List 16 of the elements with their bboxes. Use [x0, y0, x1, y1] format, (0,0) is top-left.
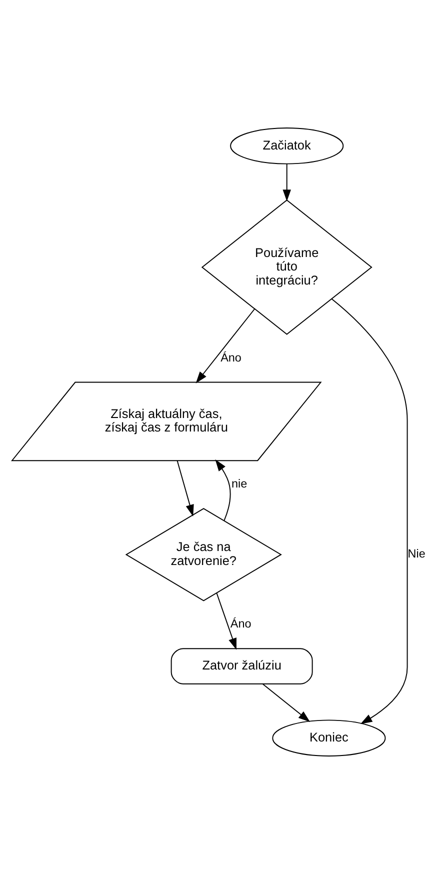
arrow: [282, 163, 291, 201]
node-diamond: Používame túto integráciu?: [201, 199, 372, 334]
node-ellipse: Začiatok: [230, 127, 344, 164]
node-diamond: Je čas na zatvorenie?: [125, 508, 282, 601]
edge-label: Áno: [230, 617, 252, 630]
node-ellipse: Koniec: [272, 719, 386, 756]
edge-label: Nie: [408, 547, 426, 560]
edge-label: Áno: [220, 350, 242, 364]
arrow: [262, 683, 310, 722]
edge-label: nie: [232, 477, 248, 490]
arrow: [176, 460, 194, 516]
arrow: [196, 308, 256, 383]
arrow: [331, 298, 408, 724]
arrow: [215, 458, 231, 520]
node-box: Zatvor žalúziu: [170, 648, 313, 684]
arrow: [216, 592, 236, 650]
